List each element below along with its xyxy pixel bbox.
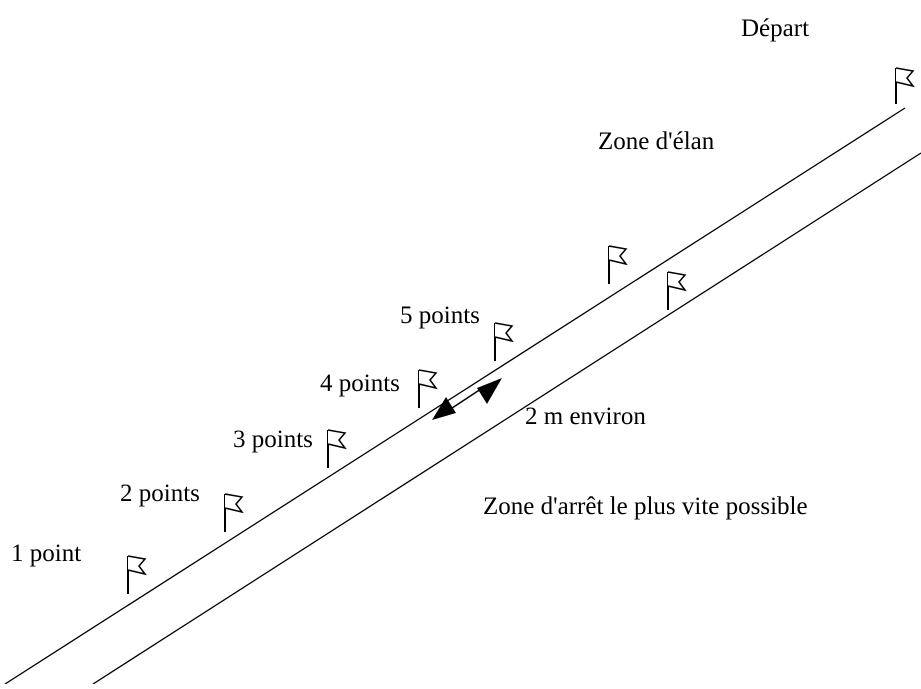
flag-icon — [327, 429, 347, 468]
double-arrow-icon — [432, 378, 502, 420]
points-label-1: 1 point — [11, 540, 82, 567]
flag-icon — [418, 369, 438, 408]
start-label: Départ — [741, 15, 810, 42]
track-lower-line — [92, 152, 921, 685]
flag-icon — [667, 271, 687, 310]
flag-icon — [224, 493, 244, 532]
stop-zone-label: Zone d'arrêt le plus vite possible — [483, 493, 808, 520]
track-upper-line — [4, 107, 906, 685]
flag-icon — [127, 555, 147, 594]
points-label-3: 3 points — [233, 426, 313, 453]
run-up-zone-label: Zone d'élan — [598, 128, 715, 155]
points-label-4: 4 points — [320, 370, 400, 397]
gap-width-label: 2 m environ — [525, 403, 646, 430]
flag-icon — [608, 245, 628, 284]
points-label-2: 2 points — [120, 480, 200, 507]
flag-icon — [494, 322, 514, 361]
points-label-5: 5 points — [400, 302, 480, 329]
flag-icon — [895, 67, 915, 104]
